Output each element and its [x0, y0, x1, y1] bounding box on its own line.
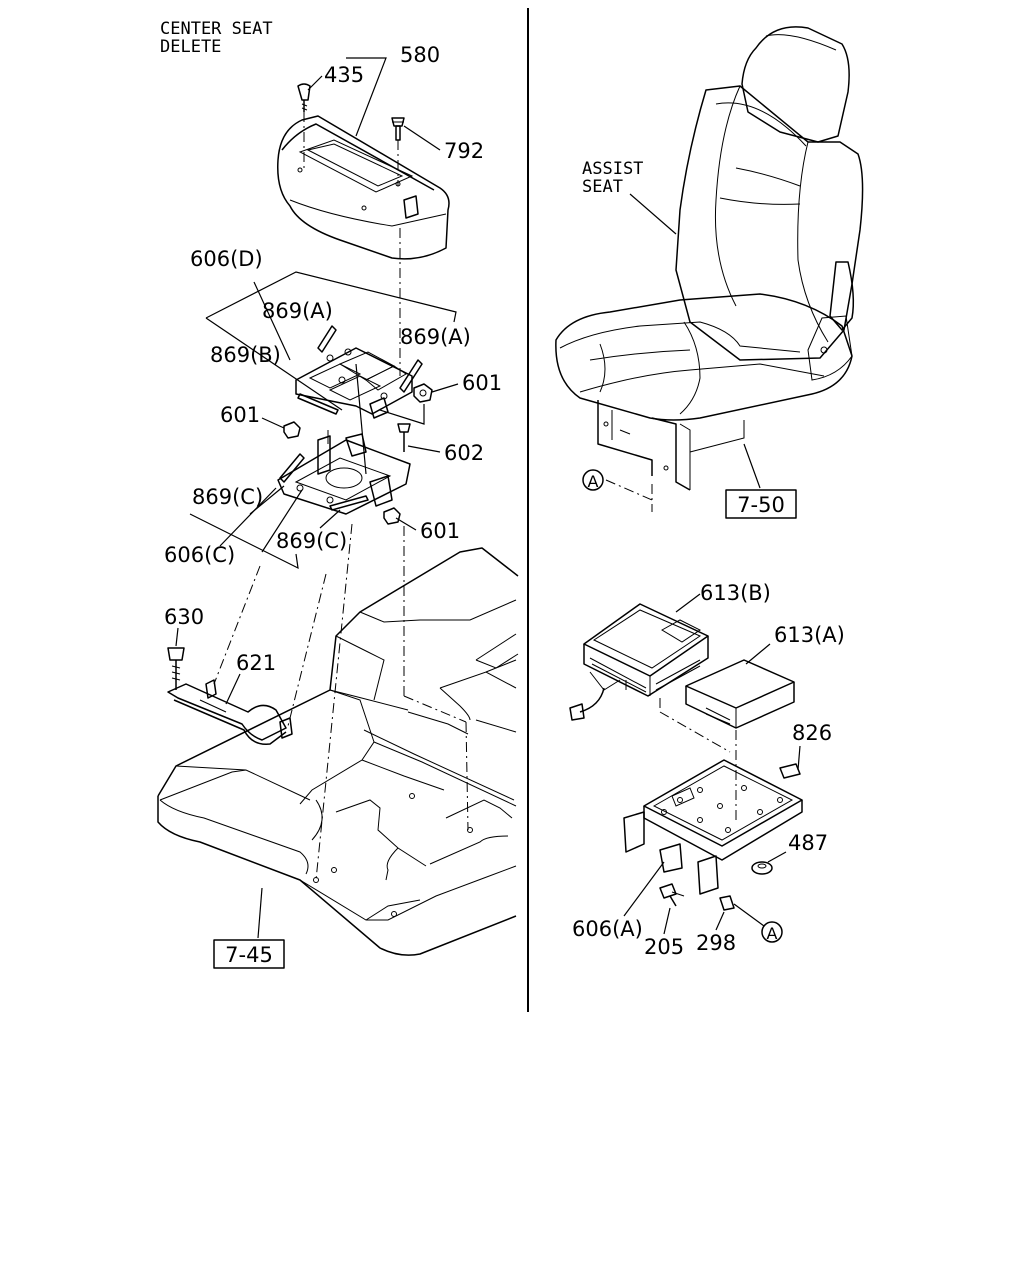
callout-601-b: 601	[220, 403, 260, 427]
part-580-console-cover	[277, 115, 450, 260]
left-panel: CENTER SEAT DELETE 580	[157, 19, 519, 969]
ref-box-7-50-label: 7-50	[737, 493, 785, 517]
callout-606a: 606(A)	[572, 917, 643, 941]
part-606d-upper-bracket	[295, 347, 413, 419]
assist-seat-drawing	[555, 26, 864, 491]
right-heading-line1: ASSIST	[582, 159, 643, 179]
callout-869b: 869(B)	[210, 343, 281, 367]
left-heading-line2: DELETE	[160, 37, 221, 57]
callout-298: 298	[696, 931, 736, 955]
circle-ref-a-top[interactable]	[582, 469, 604, 491]
part-613b-control-unit	[569, 603, 709, 721]
circle-ref-a-bottom-label: A	[767, 924, 778, 943]
callout-826: 826	[792, 721, 832, 745]
callout-621: 621	[236, 651, 276, 675]
callout-869a-right: 869(A)	[400, 325, 471, 349]
part-606c-lower-bracket	[277, 430, 411, 515]
callout-602: 602	[444, 441, 484, 465]
callout-205: 205	[644, 935, 684, 959]
part-613a-module	[685, 659, 795, 729]
floor-panel-outline	[157, 547, 519, 956]
callout-580: 580	[400, 43, 440, 67]
part-435-screw	[297, 83, 311, 112]
circle-ref-a-top-label: A	[588, 472, 599, 491]
callout-606c: 606(C)	[164, 543, 235, 567]
callout-630: 630	[164, 605, 204, 629]
callout-792: 792	[444, 139, 484, 163]
circle-ref-a-bottom[interactable]	[761, 921, 783, 943]
callout-601-a: 601	[462, 371, 502, 395]
ref-box-7-50[interactable]	[725, 489, 797, 519]
part-792-clip	[391, 117, 405, 141]
callout-601-c: 601	[420, 519, 460, 543]
callout-869c-right: 869(C)	[276, 529, 347, 553]
right-panel: ASSIST SEAT	[555, 26, 864, 959]
callout-613b: 613(B)	[700, 581, 771, 605]
part-606a-bracket-plate	[623, 759, 803, 895]
right-heading-line2: SEAT	[582, 177, 623, 197]
callout-606d: 606(D)	[190, 247, 263, 271]
callout-869a-left: 869(A)	[262, 299, 333, 323]
part-621-rail	[167, 679, 293, 745]
ref-box-7-45[interactable]	[213, 939, 285, 969]
callout-613a: 613(A)	[774, 623, 845, 647]
callout-487: 487	[788, 831, 828, 855]
left-heading-line1: CENTER SEAT	[160, 19, 273, 39]
ref-box-7-45-label: 7-45	[225, 943, 273, 967]
callout-435: 435	[324, 63, 364, 87]
callout-869c-left: 869(C)	[192, 485, 263, 509]
